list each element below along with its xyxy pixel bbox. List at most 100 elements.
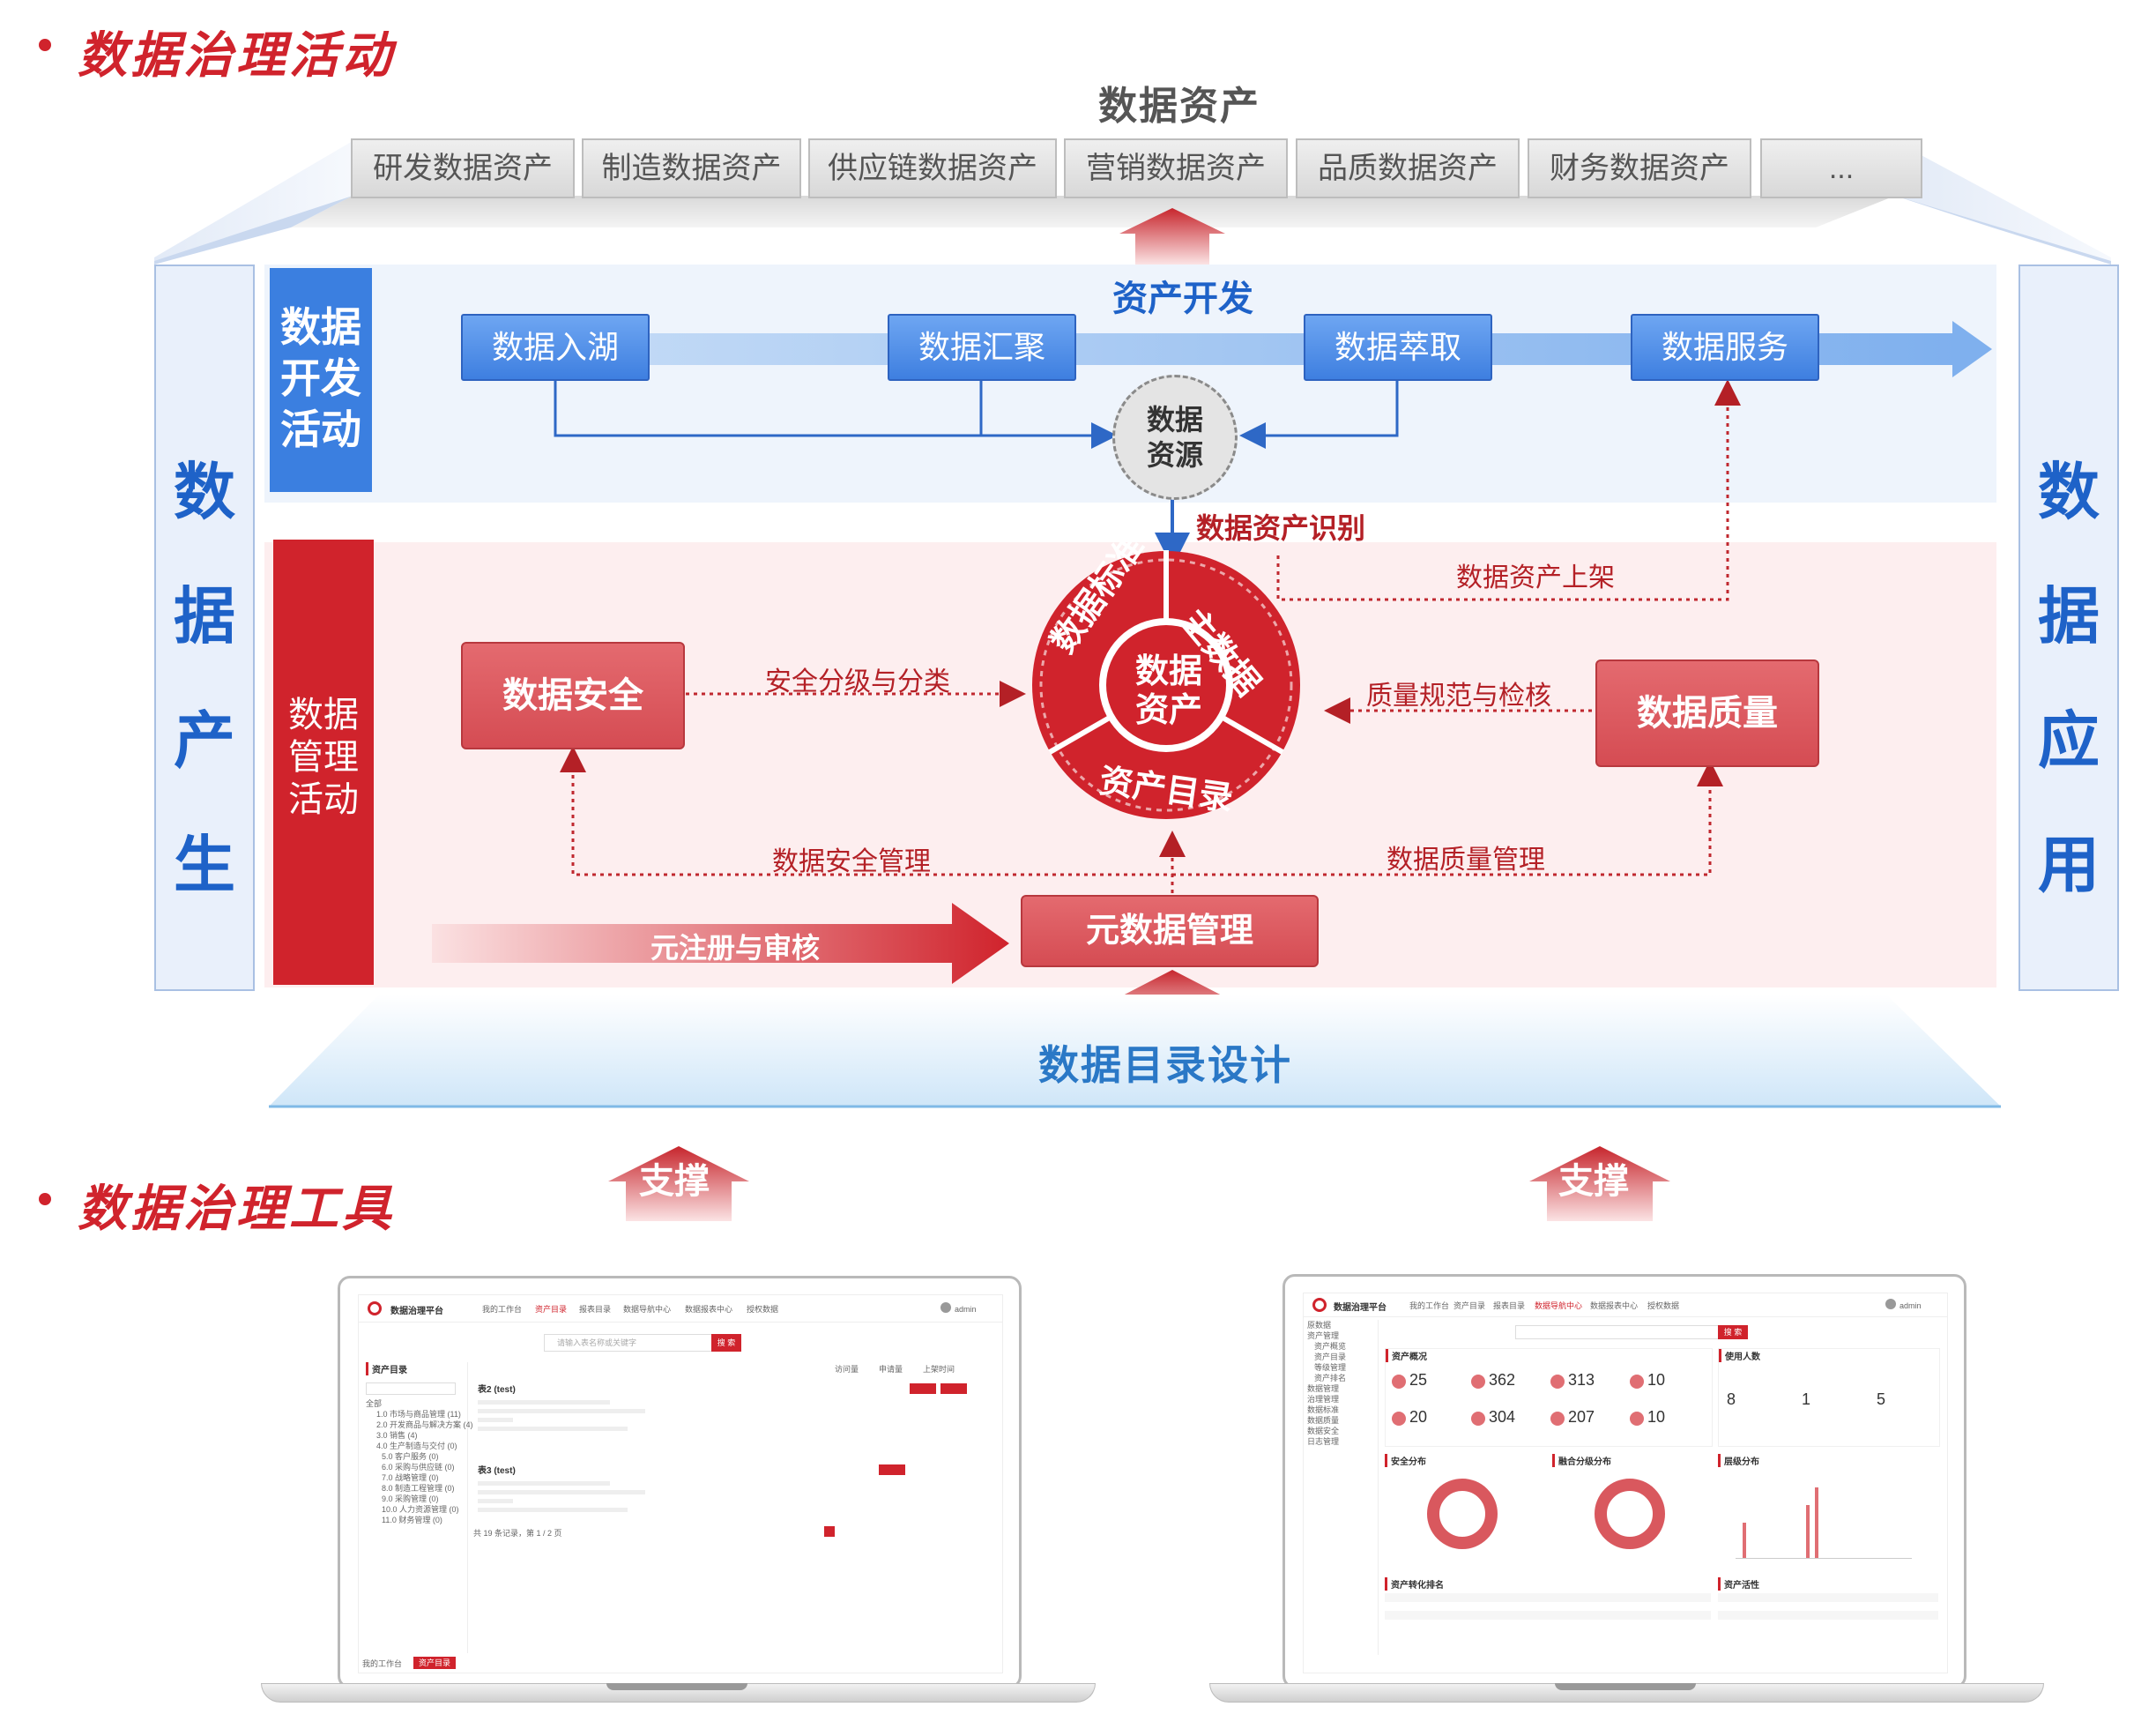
nav-report-catalog[interactable]: 报表目录 <box>579 1305 612 1314</box>
record-title[interactable]: 表3 (test) <box>478 1466 516 1476</box>
kpi-icon <box>1392 1375 1406 1389</box>
record-details <box>478 1396 654 1435</box>
search-input[interactable]: 请输入表名称或关键字 <box>544 1334 713 1352</box>
data-quality-node: 数据质量 <box>1595 660 1819 767</box>
laptop-asset-catalog: 数据治理平台 我的工作台 资产目录 报表目录 数据导航中心 数据报表中心 授权数… <box>338 1276 1022 1688</box>
side-data-generation: 数 据 产 生 <box>154 265 255 991</box>
tree-item[interactable]: 1.0 市场与商品管理 (11) <box>376 1410 461 1419</box>
laptop-notch <box>606 1683 747 1690</box>
nav-data-report[interactable]: 数据报表中心 <box>685 1305 733 1314</box>
sidebar-item[interactable]: 资产排名 <box>1314 1374 1347 1382</box>
users-value: 8 <box>1727 1390 1736 1408</box>
sidebar-item[interactable]: 等级管理 <box>1314 1363 1347 1372</box>
tree-item[interactable]: 10.0 人力资源管理 (0) <box>382 1505 459 1514</box>
tree-item[interactable]: 4.0 生产制造与交付 (0) <box>376 1442 457 1450</box>
section-title-activities: 数据治理活动 <box>78 27 395 83</box>
asset-quality: 品质数据资产 <box>1296 138 1520 198</box>
level-bar <box>1806 1505 1810 1558</box>
kpi-value: 20 <box>1409 1408 1428 1426</box>
users-title: 使用人数 <box>1719 1349 1939 1362</box>
kpi-value: 304 <box>1489 1408 1516 1426</box>
sidebar-item[interactable]: 原数据 <box>1307 1321 1332 1330</box>
sidebar-item[interactable]: 数据安全 <box>1307 1427 1340 1435</box>
asset-supply-chain: 供应链数据资产 <box>808 138 1057 198</box>
section-bullet <box>39 39 51 51</box>
kpi-icon <box>1630 1412 1644 1426</box>
tree-item[interactable]: 8.0 制造工程管理 (0) <box>382 1484 455 1493</box>
footer-tab-catalog[interactable]: 资产目录 <box>413 1657 457 1669</box>
app-title: 数据治理平台 <box>390 1307 443 1316</box>
record-title[interactable]: 表2 (test) <box>478 1385 516 1395</box>
sort-visits[interactable]: 访问量 <box>835 1365 859 1374</box>
sidebar-item[interactable]: 资产管理 <box>1307 1331 1340 1340</box>
sidebar-item[interactable]: 资产概览 <box>1314 1342 1347 1351</box>
user-name[interactable]: admin <box>1900 1301 1922 1310</box>
section-title-tools: 数据治理工具 <box>78 1181 395 1236</box>
search-button[interactable]: 搜 索 <box>711 1334 741 1352</box>
nav-asset-catalog[interactable]: 资产目录 <box>1453 1301 1486 1310</box>
tree-item[interactable]: 3.0 销售 (4) <box>376 1431 418 1440</box>
active-title: 资产活性 <box>1718 1577 1759 1591</box>
dev-activity-label: 数据开发活动 <box>270 268 372 492</box>
nav-authorized-data[interactable]: 授权数据 <box>747 1305 779 1314</box>
search-button[interactable]: 搜 索 <box>1718 1325 1748 1339</box>
ring-center-label: 数据资产 <box>1134 653 1202 729</box>
sort-listing-time[interactable]: 上架时间 <box>923 1365 955 1374</box>
tree-item[interactable]: 2.0 开发商品与解决方案 (4) <box>376 1420 473 1429</box>
logo-icon <box>368 1301 382 1315</box>
level-bar <box>1815 1487 1818 1558</box>
tree-item[interactable]: 全部 <box>366 1399 383 1408</box>
search-input[interactable] <box>1515 1325 1720 1339</box>
quality-management-label: 数据质量管理 <box>1387 846 1545 875</box>
nav-data-navigation[interactable]: 数据导航中心 <box>623 1305 672 1314</box>
kpi-value: 25 <box>1409 1371 1428 1389</box>
kpi-value: 10 <box>1647 1408 1666 1426</box>
sidebar-item[interactable]: 资产目录 <box>1314 1353 1347 1361</box>
view-button[interactable] <box>940 1383 967 1394</box>
panel-title: 资产目录 <box>366 1362 467 1375</box>
tree-item[interactable]: 7.0 战略管理 (0) <box>382 1473 439 1482</box>
apply-button[interactable] <box>910 1383 936 1394</box>
nav-report-catalog[interactable]: 报表目录 <box>1493 1301 1526 1310</box>
users-value: 5 <box>1877 1390 1886 1408</box>
nav-asset-catalog[interactable]: 资产目录 <box>535 1305 568 1314</box>
nav-authorized-data[interactable]: 授权数据 <box>1647 1301 1680 1310</box>
page-1[interactable] <box>824 1526 835 1537</box>
mgmt-activity-label: 数据管理活动 <box>273 540 374 985</box>
tree-item[interactable]: 9.0 采购管理 (0) <box>382 1494 439 1503</box>
overview-title: 资产概况 <box>1386 1349 1712 1362</box>
avatar[interactable] <box>1885 1299 1896 1309</box>
support-label-right: 支撑 <box>1558 1162 1629 1201</box>
sort-applications[interactable]: 申请量 <box>879 1365 903 1374</box>
apply-button[interactable] <box>879 1464 905 1475</box>
node-data-aggregation: 数据汇聚 <box>888 314 1076 381</box>
nav-data-report[interactable]: 数据报表中心 <box>1590 1301 1639 1310</box>
nav-data-navigation[interactable]: 数据导航中心 <box>1535 1301 1583 1310</box>
footer-tab-workbench[interactable]: 我的工作台 <box>362 1659 403 1668</box>
sidebar-item[interactable]: 数据标准 <box>1307 1405 1340 1414</box>
pagination-info: 共 19 条记录，第 1 / 2 页 <box>473 1529 562 1538</box>
asset-rd: 研发数据资产 <box>351 138 575 198</box>
asset-development-label: 资产开发 <box>1112 279 1253 318</box>
nav-workbench[interactable]: 我的工作台 <box>1409 1301 1450 1310</box>
sidebar-item[interactable]: 日志管理 <box>1307 1437 1340 1446</box>
tree-item[interactable]: 5.0 客户服务 (0) <box>382 1452 439 1461</box>
tree-item[interactable]: 6.0 采购与供应链 (0) <box>382 1463 455 1472</box>
sidebar-item[interactable]: 数据管理 <box>1307 1384 1340 1393</box>
user-name[interactable]: admin <box>955 1305 977 1314</box>
node-data-lake: 数据入湖 <box>461 314 650 381</box>
kpi-value: 362 <box>1489 1371 1516 1389</box>
kpi-value: 207 <box>1568 1408 1595 1426</box>
sidebar-item[interactable]: 数据质量 <box>1307 1416 1340 1425</box>
sidebar-item[interactable]: 治理管理 <box>1307 1395 1340 1404</box>
tree-search[interactable] <box>366 1382 456 1395</box>
kpi-icon <box>1392 1412 1406 1426</box>
asset-manufacturing: 制造数据资产 <box>582 138 801 198</box>
nav-workbench[interactable]: 我的工作台 <box>482 1305 523 1314</box>
laptop-notch <box>1555 1683 1696 1690</box>
level-axis <box>1736 1558 1912 1559</box>
tree-item[interactable]: 11.0 财务管理 (0) <box>382 1516 442 1524</box>
avatar[interactable] <box>940 1302 951 1313</box>
security-donut <box>1427 1479 1498 1549</box>
